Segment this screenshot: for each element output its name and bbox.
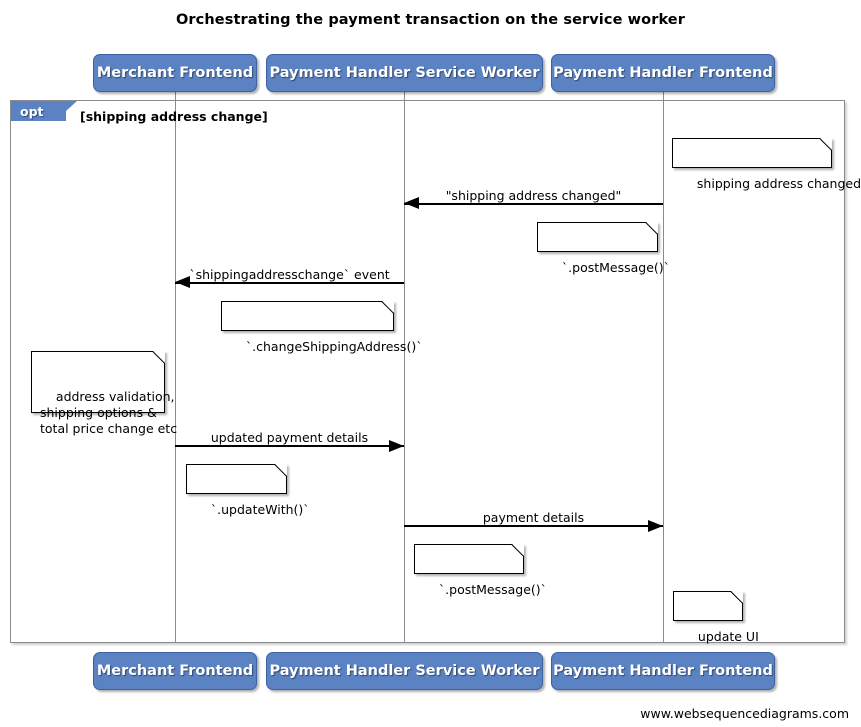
lifeline-sw [404,92,405,643]
note-fold-icon [731,591,743,603]
note-shipping-address-changed: shipping address changed [672,138,861,191]
note-address-validation: address validation, shipping options & t… [31,351,177,436]
note-update-ui-text: update UI [697,629,759,644]
participant-handler-top[interactable]: Payment Handler Frontend [551,54,775,92]
participant-sw-bottom-label: Payment Handler Service Worker [269,663,540,679]
participant-handler-bottom-label: Payment Handler Frontend [553,663,773,679]
note-address-validation-text: address validation, shipping options & t… [40,389,178,436]
participant-merchant-top-label: Merchant Frontend [96,65,254,81]
note-updatewith-text: `.updateWith()` [210,502,310,517]
lifeline-handler [663,92,664,643]
message-label-updated-payment-details: updated payment details [210,430,369,445]
note-fold-icon [646,222,658,234]
participant-merchant-top[interactable]: Merchant Frontend [93,54,257,92]
note-shipping-address-changed-text: shipping address changed [696,176,861,191]
note-postmessage-handler-text: `.postMessage()` [561,260,670,275]
participant-merchant-bottom-label: Merchant Frontend [96,663,254,679]
note-postmessage-handler: `.postMessage()` [537,222,670,275]
arrow-head-left-shippingaddresschange-event [175,276,190,288]
footer-credit: www.websequencediagrams.com [640,706,849,721]
message-line-shippingaddresschange-event [175,282,404,284]
diagram-title: Orchestrating the payment transaction on… [176,12,685,28]
note-fold-icon [820,138,832,150]
participant-handler-top-label: Payment Handler Frontend [553,65,773,81]
note-fold-icon [512,544,524,556]
arrow-head-left-shipping-address-changed [404,197,419,209]
note-changeshippingaddress-text: `.changeShippingAddress()` [245,339,423,354]
note-fold-icon [382,301,394,313]
message-line-payment-details [404,525,663,527]
arrow-head-right-payment-details [648,520,663,532]
fragment-opt-guard: [shipping address change] [80,109,268,124]
note-postmessage-sw: `.postMessage()` [414,544,547,597]
lifeline-merchant [175,92,176,643]
fragment-opt [10,100,845,643]
participant-sw-top[interactable]: Payment Handler Service Worker [266,54,543,92]
participant-merchant-bottom[interactable]: Merchant Frontend [93,652,257,690]
participant-sw-bottom[interactable]: Payment Handler Service Worker [266,652,543,690]
message-label-shippingaddresschange-event: `shippingaddresschange` event [189,267,390,282]
note-postmessage-sw-text: `.postMessage()` [438,582,547,597]
fragment-opt-tab: opt [11,101,77,121]
note-update-ui: update UI [673,591,759,644]
participant-sw-top-label: Payment Handler Service Worker [269,65,540,81]
participant-handler-bottom[interactable]: Payment Handler Frontend [551,652,775,690]
message-line-updated-payment-details [175,445,404,447]
note-fold-icon [153,351,165,363]
message-label-payment-details: payment details [482,510,585,525]
note-changeshippingaddress: `.changeShippingAddress()` [221,301,422,354]
message-label-shipping-address-changed: "shipping address changed" [445,188,622,203]
arrow-head-right-updated-payment-details [389,440,404,452]
note-fold-icon [275,464,287,476]
note-updatewith: `.updateWith()` [186,464,310,517]
message-line-shipping-address-changed [404,203,663,205]
